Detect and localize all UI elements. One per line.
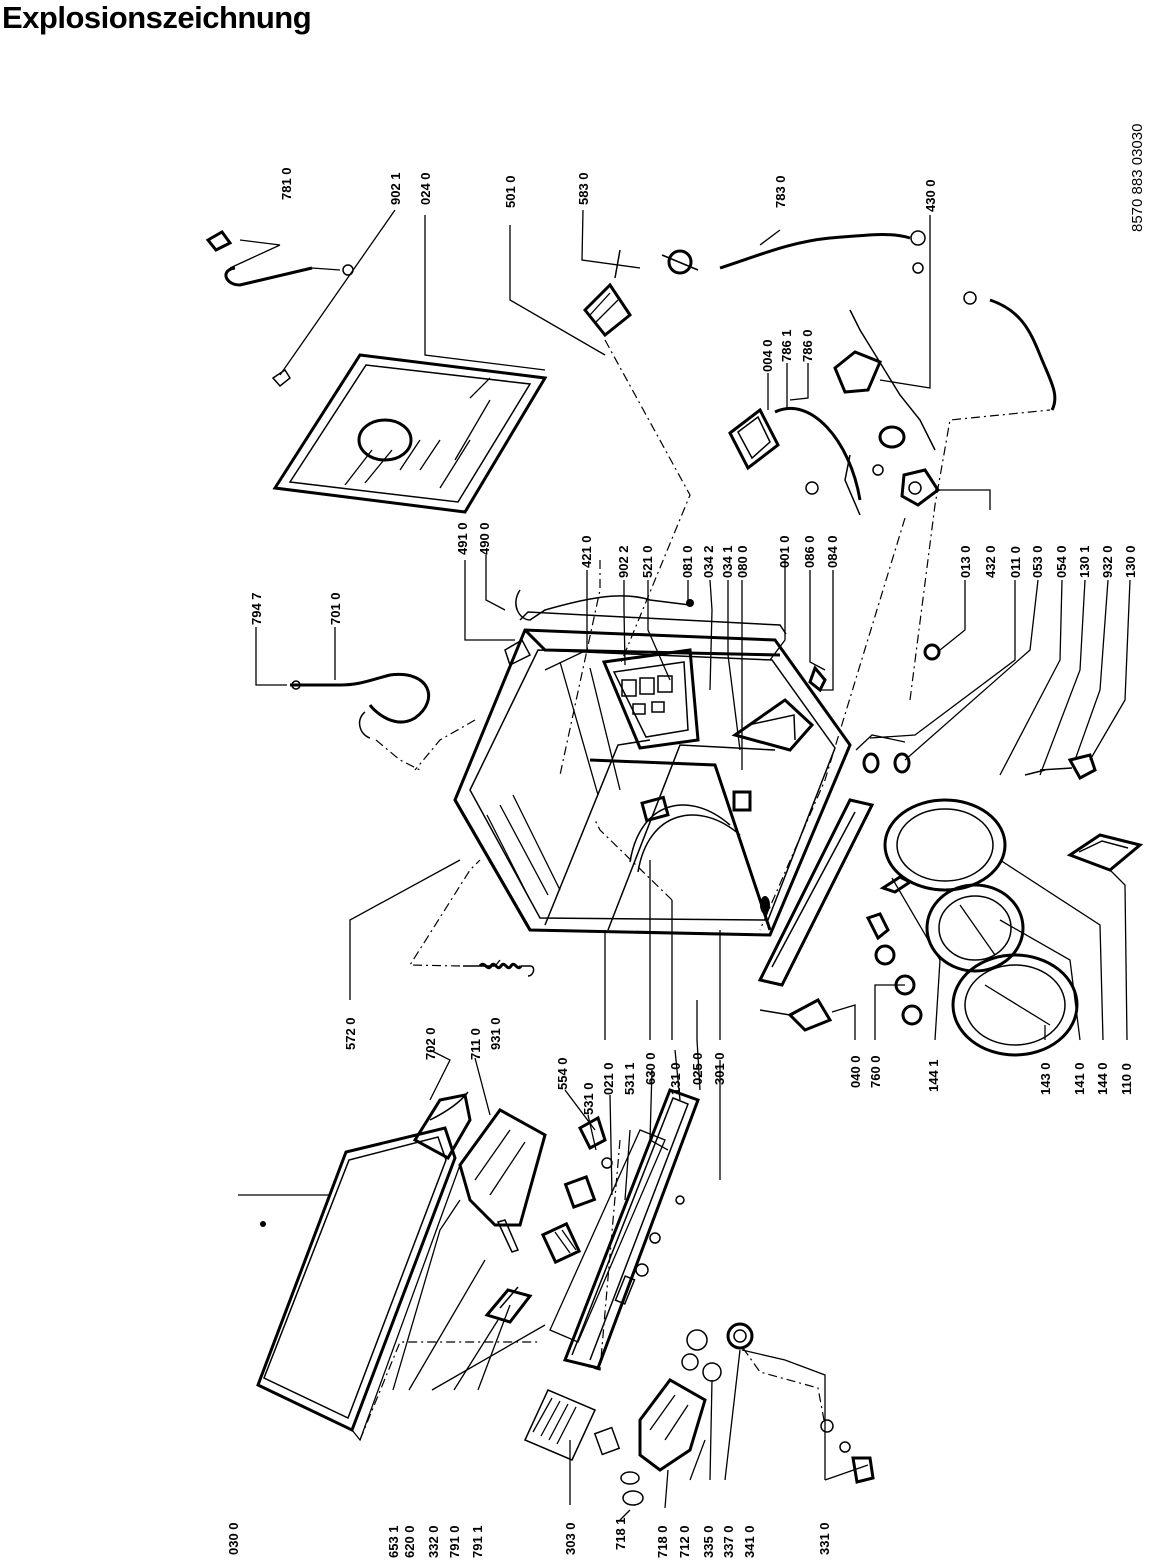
heating-element (629, 790, 752, 873)
part-label-013-0: 013 0 (958, 545, 973, 578)
part-label-931-0: 931 0 (488, 1017, 503, 1050)
part-label-521-0: 521 0 (640, 545, 655, 578)
part-label-331-0: 331 0 (817, 1522, 832, 1555)
water-hose-inlet (290, 672, 431, 739)
door-handle (484, 1219, 533, 1324)
drum-door-rings (883, 798, 1079, 1057)
door-hinge-parts (759, 875, 923, 1032)
control-panel (549, 1088, 700, 1370)
part-label-583-0: 583 0 (576, 172, 591, 205)
part-label-630-0: 630 0 (643, 1052, 658, 1085)
power-cord (205, 230, 354, 388)
part-label-080-0: 080 0 (735, 545, 750, 578)
cabinet-frame (453, 611, 852, 937)
part-label-130-1: 130 1 (1077, 545, 1092, 578)
part-label-781-0: 781 0 (279, 167, 294, 200)
part-label-932-0: 932 0 (1100, 545, 1115, 578)
part-label-081-0: 081 0 (680, 545, 695, 578)
part-label-902-1: 902 1 (388, 172, 403, 205)
part-label-718-0: 718 0 (655, 1525, 670, 1558)
part-label-653-1: 653 1 (386, 1525, 401, 1558)
detergent-drawer (523, 1378, 707, 1506)
part-label-130-0: 130 0 (1123, 545, 1138, 578)
door-lock-catch (1024, 753, 1097, 781)
part-label-131-0: 131 0 (668, 1062, 683, 1095)
part-label-335-0: 335 0 (701, 1525, 716, 1558)
part-label-004-0: 004 0 (760, 339, 775, 372)
part-label-337-0: 337 0 (721, 1525, 736, 1558)
part-label-025-0: 025 0 (690, 1052, 705, 1085)
feet-and-bolts (855, 643, 941, 774)
part-label-430-0: 430 0 (923, 179, 938, 212)
part-label-341-0: 341 0 (742, 1525, 757, 1558)
part-label-491-0: 491 0 (455, 522, 470, 555)
rear-panel (272, 353, 548, 514)
part-label-110-0: 110 0 (1119, 1063, 1134, 1095)
part-number-labels: 030 0 653 1 620 0 332 0 791 0 791 1 303 … (226, 124, 1146, 1558)
part-label-040-0: 040 0 (848, 1055, 863, 1088)
part-label-783-0: 783 0 (773, 175, 788, 208)
part-label-572-0: 572 0 (343, 1017, 358, 1050)
part-label-794-7: 794 7 (249, 592, 264, 625)
part-label-786-1: 786 1 (779, 329, 794, 362)
inlet-seal-and-hose (728, 406, 862, 501)
control-board (601, 648, 700, 750)
part-label-034-2: 034 2 (701, 545, 716, 578)
door-spring (408, 859, 535, 977)
drain-hose-and-pump (833, 291, 1057, 516)
part-label-531-0: 531 0 (581, 1082, 596, 1115)
part-label-791-1: 791 1 (470, 1525, 485, 1558)
part-label-143-0: 143 0 (1038, 1062, 1053, 1095)
part-label-701-0: 701 0 (328, 592, 343, 625)
program-selector-knobs (681, 1322, 875, 1484)
front-panel-with-door-opening (757, 798, 875, 987)
part-label-144-0: 144 0 (1095, 1062, 1110, 1095)
part-label-786-0: 786 0 (800, 329, 815, 362)
pressure-switch-and-hose (661, 230, 926, 275)
part-label-490-0: 490 0 (477, 522, 492, 555)
part-label-021-0: 021 0 (601, 1062, 616, 1095)
part-label-421-0: 421 0 (579, 535, 594, 568)
leader-lines (229, 209, 1131, 1521)
part-label-024-0: 024 0 (418, 172, 433, 205)
part-label-001-0: 001 0 (777, 535, 792, 568)
part-label-711-0: 711 0 (468, 1028, 483, 1060)
part-label-303-0: 303 0 (563, 1522, 578, 1555)
part-label-712-0: 712 0 (677, 1525, 692, 1558)
part-label-030-0: 030 0 (226, 1522, 241, 1555)
part-label-702-0: 702 0 (423, 1027, 438, 1060)
page-title: Explosionszeichnung (2, 0, 312, 35)
part-label-301-0: 301 0 (712, 1052, 727, 1085)
part-label-760-0: 760 0 (868, 1055, 883, 1088)
part-label-501-0: 501 0 (503, 175, 518, 208)
water-inlet-valve (412, 1091, 613, 1265)
part-label-141-0: 141 0 (1072, 1062, 1087, 1095)
rear-motor-assembly (731, 665, 827, 752)
part-label-432-0: 432 0 (983, 545, 998, 578)
part-label-531-1: 531 1 (622, 1062, 637, 1095)
part-label-144-1: 144 1 (926, 1059, 941, 1092)
document-number: 8570 883 03030 (1129, 124, 1146, 232)
part-label-332-0: 332 0 (426, 1525, 441, 1558)
top-cover-lid (256, 1126, 461, 1442)
part-label-054-0: 054 0 (1054, 545, 1069, 578)
drain-pump-filter (582, 249, 633, 338)
part-label-554-0: 554 0 (555, 1057, 570, 1090)
drawer-cover-lid (1066, 833, 1144, 872)
part-label-034-1: 034 1 (720, 545, 735, 578)
part-label-791-0: 791 0 (447, 1525, 462, 1558)
part-label-053-0: 053 0 (1030, 545, 1045, 578)
part-label-718-1: 718 1 (613, 1517, 628, 1550)
part-label-011-0: 011 0 (1008, 546, 1023, 578)
part-label-620-0: 620 0 (402, 1525, 417, 1558)
part-label-084-0: 084 0 (825, 535, 840, 568)
part-label-902-2: 902 2 (616, 545, 631, 578)
part-label-086-0: 086 0 (802, 535, 817, 568)
